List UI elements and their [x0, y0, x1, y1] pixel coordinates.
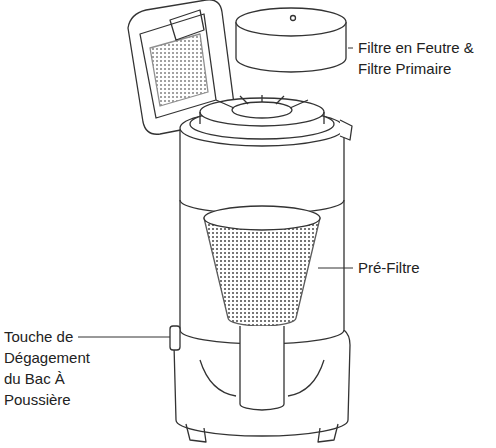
felt-filter: [236, 8, 346, 72]
part-label: Pré-Filtre: [358, 257, 490, 278]
part-label: Filtre en Feutre & Filtre Primaire: [358, 37, 490, 79]
canister: [170, 95, 352, 442]
leader-lines: [78, 48, 353, 337]
part-label: Touche de Dégagement du Bac À Poussière: [4, 326, 100, 410]
